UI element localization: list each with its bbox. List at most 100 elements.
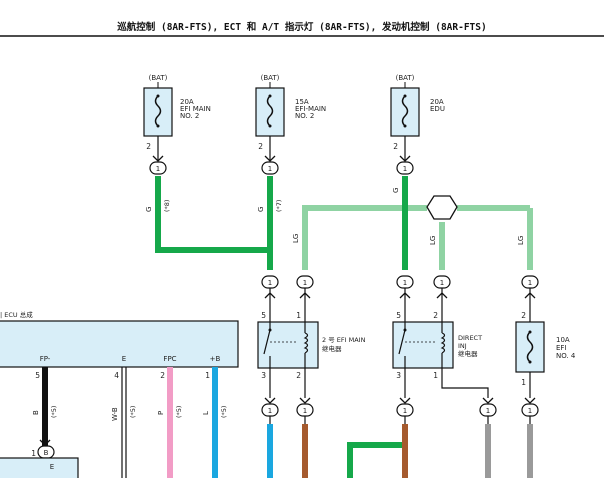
ecu-pinnum-5: 5 (35, 371, 40, 380)
fuse2-pin: 2 (258, 142, 263, 151)
ecu-wires (42, 367, 218, 478)
label-wb-num: (*5) (129, 406, 137, 418)
bottom-connector: 1 B E (0, 445, 79, 478)
fuse1-pin: 2 (146, 142, 151, 151)
relay2-label2: INJ (458, 342, 467, 350)
lg-bus (302, 205, 533, 270)
lower-wires (267, 368, 533, 478)
connector-fuse1: 1 (149, 155, 167, 175)
fuse3-pin: 2 (393, 142, 398, 151)
ecu-pin-e: E (122, 355, 126, 363)
connectors-relay-top: 1 1 1 1 1 (261, 275, 539, 322)
label-g-2: G (257, 207, 265, 212)
conn-r2-a: 1 (396, 275, 414, 322)
fuse4-pin1: 1 (521, 378, 526, 387)
label-lg-3: LG (517, 236, 525, 245)
relay1-label2: 继电器 (322, 344, 342, 353)
connector-fuse3: 1 (396, 155, 414, 175)
label-b: B (32, 410, 40, 415)
label-p-num: (*5) (175, 406, 183, 418)
label-p: P (157, 411, 165, 415)
connector-fuse1-label: 1 (156, 165, 160, 173)
relay1-pin1: 1 (296, 311, 301, 320)
conn-lower-1: 1 (261, 397, 279, 424)
label-g-2-num: (*7) (275, 200, 283, 212)
fuse4-rating: 10A (556, 336, 570, 344)
fuse1-name2: NO. 2 (180, 112, 199, 120)
conn-r2-a-label: 1 (403, 279, 407, 287)
lg-junction (426, 195, 458, 220)
label-lg-1: LG (292, 234, 300, 243)
bottom-pin: 1 (31, 449, 36, 458)
conn-lower-2-label: 1 (303, 407, 307, 415)
fuse1-name1: EFI MAIN (180, 105, 211, 113)
fuse3-rating: 20A (430, 98, 444, 106)
ecu-title: | ECU 总成 (0, 310, 33, 319)
label-wb: W-B (111, 407, 119, 421)
ecu-pinnum-2: 2 (160, 371, 165, 380)
relay2-pin1: 1 (433, 371, 438, 380)
conn-r1-a-label: 1 (268, 279, 272, 287)
relay1-pin2: 2 (296, 371, 301, 380)
fuse2-name1: EFI-MAIN (295, 105, 326, 113)
fuse-efi-main-no2: (BAT) 20A EFI MAIN NO. 2 2 (143, 74, 211, 160)
fuse2-bat: (BAT) (261, 74, 280, 82)
bottom-box-label: E (50, 463, 54, 471)
label-l-num: (*5) (220, 406, 228, 418)
connectors-lower: 1 1 1 1 1 (261, 397, 539, 424)
ecu-pin-fp: FP- (40, 355, 51, 363)
diagram-title: 巡航控制 (8AR-FTS), ECT 和 A/T 指示灯 (8AR-FTS),… (117, 21, 486, 33)
label-l: L (202, 411, 210, 415)
conn-lower-5-label: 1 (528, 407, 532, 415)
fuse-edu: (BAT) 20A EDU 2 (390, 74, 445, 160)
label-lg-2: LG (429, 236, 437, 245)
ecu-pinnum-4: 4 (114, 371, 119, 380)
relay-direct-inj: 5 2 3 1 DIRECT INJ 继电器 (392, 311, 482, 380)
relay1-pin5: 5 (261, 311, 266, 320)
conn-r1-b: 1 (296, 275, 314, 322)
fuse-efi-no4: 2 1 10A EFI NO. 4 (515, 311, 576, 387)
conn-f4: 1 (521, 275, 539, 322)
connector-fuse3-label: 1 (403, 165, 407, 173)
conn-r1-a: 1 (261, 275, 279, 322)
relay2-label3: 继电器 (458, 349, 478, 358)
fuse1-rating: 20A (180, 98, 194, 106)
ecu-wire-labels: B (*5) W-B (*5) P (*5) L (*5) (32, 406, 228, 421)
conn-lower-3: 1 (396, 397, 414, 424)
conn-r2-b: 1 (433, 275, 451, 322)
fuse1-bat: (BAT) (149, 74, 168, 82)
fuse-efi-main-no2-b: (BAT) 15A EFI-MAIN NO. 2 2 (255, 74, 326, 160)
fuse2-name2: NO. 2 (295, 112, 314, 120)
conn-lower-1-label: 1 (268, 407, 272, 415)
label-b-num: (*5) (50, 406, 58, 418)
label-g-3: G (392, 188, 400, 193)
connectors-upper: 1 1 1 (149, 155, 414, 175)
conn-f4-label: 1 (528, 279, 532, 287)
conn-lower-2: 1 (296, 397, 314, 424)
wire-labels-upper: G (*8) G (*7) G LG LG LG (145, 188, 525, 245)
relay-efi-main-2: 5 1 3 2 2 号 EFI MAIN 继电器 (257, 311, 366, 380)
relay2-pin5: 5 (396, 311, 401, 320)
relay2-label1: DIRECT (458, 334, 482, 342)
conn-lower-4-label: 1 (486, 407, 490, 415)
relay2-pin3: 3 (396, 371, 401, 380)
ecu-pinnum-1: 1 (205, 371, 210, 380)
conn-lower-3-label: 1 (403, 407, 407, 415)
conn-r2-b-label: 1 (440, 279, 444, 287)
relay1-label1: 2 号 EFI MAIN (322, 336, 366, 344)
connector-fuse2: 1 (261, 155, 279, 175)
fuse3-name1: EDU (430, 105, 445, 113)
fuse4-pin2: 2 (521, 311, 526, 320)
relay1-pin3: 3 (261, 371, 266, 380)
fuse2-rating: 15A (295, 98, 309, 106)
relay2-pin2: 2 (433, 311, 438, 320)
ecu-box: | ECU 总成 FP- E FPC +B 5 4 2 1 (0, 310, 239, 380)
fuse3-bat: (BAT) (396, 74, 415, 82)
fuse4-name1: EFI (556, 344, 567, 352)
ecu-pin-fpc: FPC (163, 355, 176, 363)
fuse4-name2: NO. 4 (556, 352, 576, 360)
conn-r1-b-label: 1 (303, 279, 307, 287)
conn-lower-4: 1 (479, 397, 497, 424)
label-g-1-num: (*8) (163, 200, 171, 212)
